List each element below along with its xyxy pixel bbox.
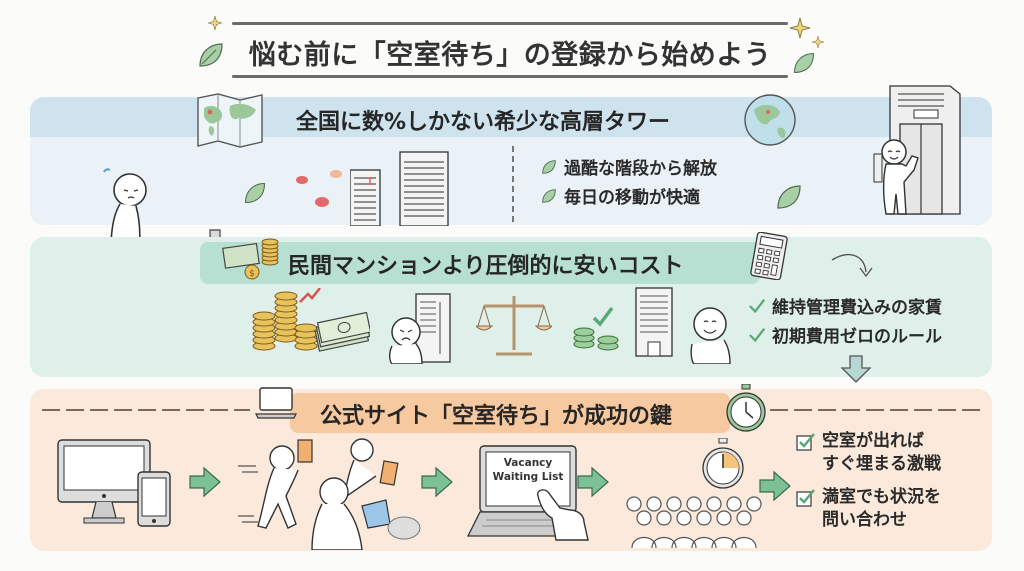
- crowd-icon: [626, 496, 762, 548]
- laptop-screen-line-1: Vacancy: [503, 457, 553, 469]
- stopwatch-icon: [702, 438, 744, 489]
- stopwatch-icon: [726, 384, 766, 432]
- divider-dashed: [512, 146, 514, 222]
- laptop-screen-line-2: Waiting List: [492, 471, 564, 483]
- section-cost-heading: 民間マンションより圧倒的に安いコスト: [288, 254, 684, 279]
- official-site-bullet-2-line-2: 問い合わせ: [822, 510, 907, 530]
- happy-person-building-icon: [635, 287, 731, 364]
- page-title: 悩む前に「空室待ち」の登録から始めよう: [232, 22, 788, 78]
- section-rarity-header: [30, 97, 992, 137]
- official-site-bullet-1: 空室が出れば すぐ埋まる激戦: [796, 430, 941, 476]
- checkmark-icon: [749, 327, 766, 342]
- page-title-text: 悩む前に「空室待ち」の登録から始めよう: [248, 40, 772, 71]
- rarity-bullet-1: 過酷な階段から解放: [540, 154, 717, 179]
- official-site-bullet-1-line-2: すぐ埋まる激戦: [822, 454, 941, 474]
- divider-dashed: [770, 409, 980, 411]
- rushing-people-icon: [238, 438, 421, 550]
- checkbox-checked-icon: [796, 489, 815, 507]
- sparkle-icon: [812, 36, 824, 48]
- cost-bullet-1-text: 維持管理費込みの家賃: [772, 298, 942, 318]
- leaf-icon: [793, 52, 815, 74]
- elevator-person-icon: [873, 85, 961, 215]
- laptop-icon: [466, 445, 589, 541]
- laptop-screen-text: Vacancy Waiting List: [486, 456, 570, 484]
- calculator-icon: [750, 232, 788, 280]
- tower-buildings-icon: [350, 151, 449, 226]
- down-arrow-icon: [840, 355, 872, 383]
- world-map-icon: [197, 93, 263, 148]
- globe-icon: [744, 94, 796, 146]
- cost-bullet-1: 維持管理費込みの家賃: [748, 293, 942, 318]
- green-coins-check-icon: [573, 306, 619, 351]
- cost-bullet-2-text: 初期費用ゼロのルール: [772, 327, 942, 347]
- cost-bullet-2: 初期費用ゼロのルール: [748, 322, 942, 347]
- official-site-bullet-1-line-1: 空室が出れば: [822, 431, 924, 451]
- rarity-bullet-2: 毎日の移動が快適: [540, 183, 700, 208]
- right-arrow-icon: [189, 466, 221, 498]
- leaf-icon: [777, 185, 801, 209]
- section-official-site-heading: 公式サイト「空室待ち」が成功の鍵: [320, 404, 673, 429]
- laptop-icon: [255, 387, 297, 419]
- svg-text:$: $: [249, 269, 255, 279]
- right-arrow-icon: [421, 466, 453, 498]
- curved-arrow-icon: [831, 253, 873, 278]
- sparkle-icon: [790, 18, 810, 38]
- checkbox-checked-icon: [796, 433, 815, 451]
- rarity-bullet-1-text: 過酷な階段から解放: [564, 159, 717, 179]
- rarity-bullet-2-text: 毎日の移動が快適: [564, 188, 700, 208]
- official-site-bullet-2: 満室でも状況を 問い合わせ: [796, 486, 941, 532]
- section-rarity-heading: 全国に数%しかない希少な高層タワー: [296, 110, 671, 135]
- right-arrow-icon: [759, 470, 791, 502]
- sparkle-icon: [208, 16, 222, 30]
- right-arrow-icon: [577, 466, 609, 498]
- section-cost-header: [200, 242, 760, 284]
- leaf-bullet-icon: [542, 188, 556, 203]
- worried-person-building-icon: [389, 293, 451, 364]
- leaf-icon: [199, 43, 223, 67]
- checkmark-icon: [749, 298, 766, 313]
- leaf-icon: [244, 182, 266, 204]
- banknotes-icon: [314, 312, 370, 352]
- official-site-bullet-2-line-1: 満室でも状況を: [822, 487, 941, 507]
- balance-scale-icon: [476, 296, 552, 356]
- coin-stacks-icon: [252, 288, 321, 351]
- money-coins-icon: $: [222, 238, 279, 280]
- monitor-phone-icon: [57, 439, 171, 527]
- leaf-bullet-icon: [542, 159, 556, 174]
- divider-dashed: [42, 409, 250, 411]
- petal-icon: [296, 170, 342, 207]
- vacancy-waiting-list-laptop: Vacancy Waiting List: [460, 444, 600, 546]
- section-official-site-header: [290, 393, 730, 433]
